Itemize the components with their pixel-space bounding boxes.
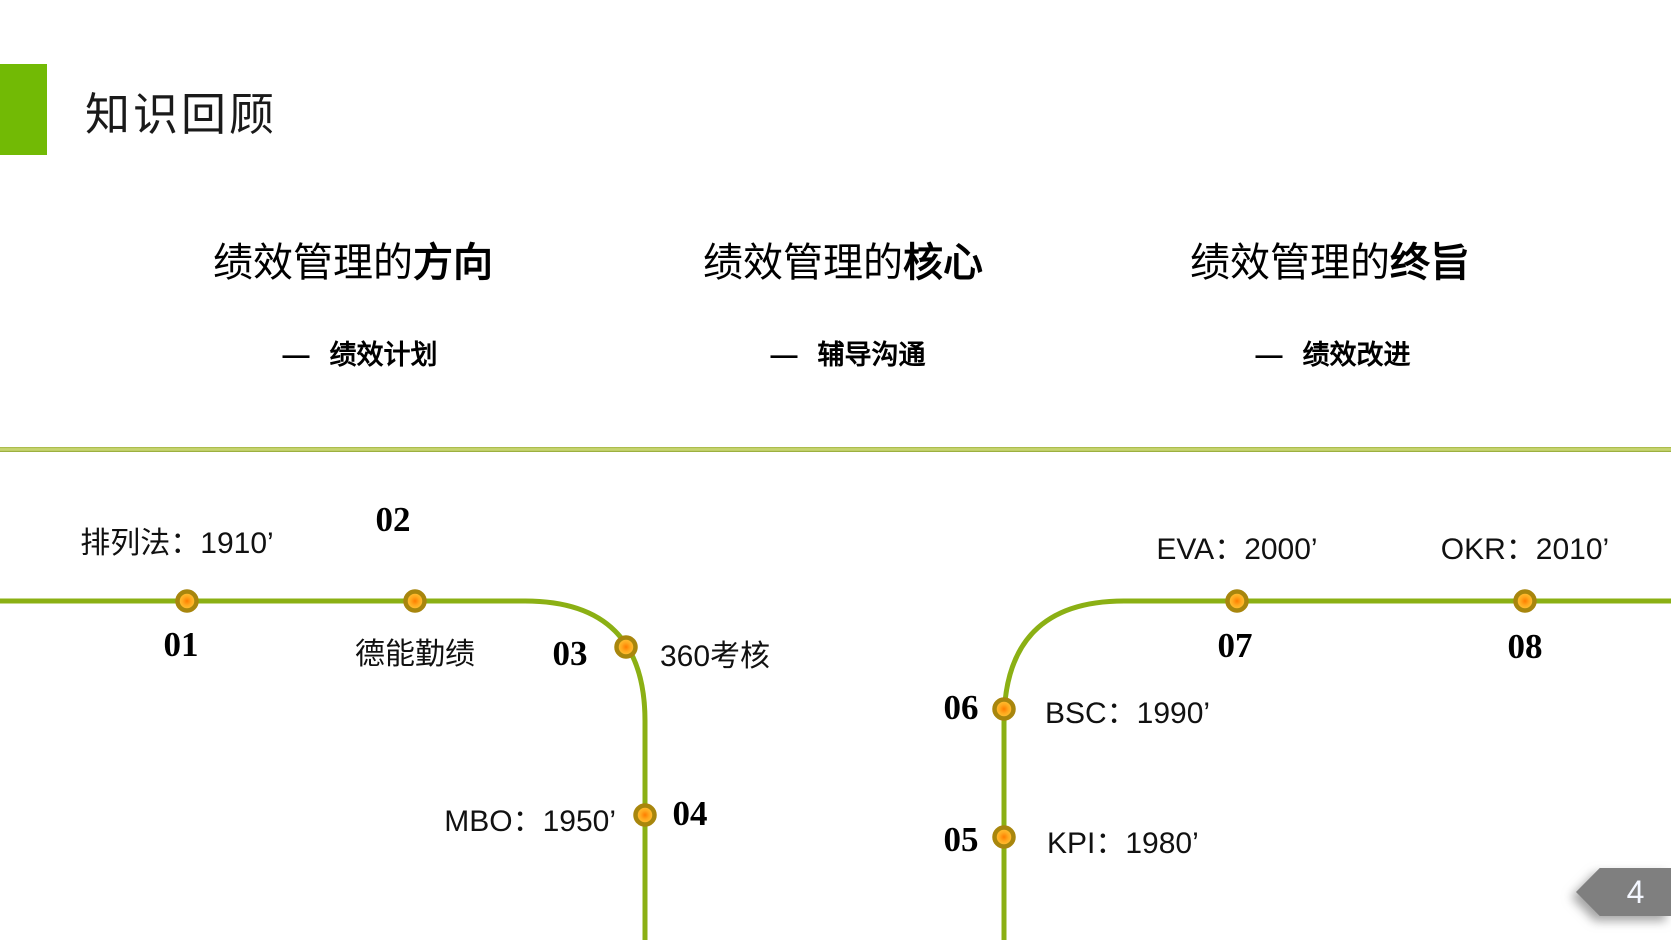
dash: — (770, 340, 798, 370)
timeline-dot-06 (992, 697, 1016, 721)
title-accent-block (0, 64, 47, 155)
subtitle-text: 辅导沟通 (817, 340, 926, 370)
milestone-label-07: EVA：2000’ (1156, 533, 1318, 566)
milestone-label-06: BSC：1990’ (1045, 697, 1211, 730)
heading-prefix: 绩效管理的 (1190, 241, 1390, 285)
milestone-label-04: MBO：1950’ (444, 805, 616, 838)
milestone-number-03: 03 (552, 634, 588, 673)
heading-prefix: 绩效管理的 (213, 241, 413, 285)
column-subtitle-1: — 绩效计划 (283, 333, 438, 372)
timeline-left-curve (0, 598, 648, 940)
milestone-number-01: 01 (163, 625, 199, 664)
timeline-dot-08 (1513, 589, 1537, 613)
timeline-dot-05 (992, 825, 1016, 849)
milestone-label-01: 排列法：1910’ (80, 527, 274, 560)
page-number-badge: 4 (1576, 868, 1671, 916)
timeline-dot-01 (175, 589, 199, 613)
divider-line (0, 447, 1671, 452)
heading-emphasis: 方向 (413, 241, 493, 285)
column-heading-2: 绩效管理的核心 (703, 230, 983, 288)
heading-emphasis: 核心 (903, 241, 983, 285)
subtitle-text: 绩效改进 (1302, 340, 1411, 370)
timeline-dot-04 (633, 803, 657, 827)
milestone-label-05: KPI：1980’ (1047, 827, 1199, 860)
timeline-dot-07 (1225, 589, 1249, 613)
column-heading-1: 绩效管理的方向 (213, 230, 493, 288)
milestone-number-07: 07 (1217, 626, 1253, 665)
heading-prefix: 绩效管理的 (703, 241, 903, 285)
page-number: 4 (1626, 873, 1645, 910)
milestone-label-03: 360考核 (660, 640, 771, 673)
page-title: 知识回顾 (85, 89, 278, 140)
subtitle-text: 绩效计划 (329, 340, 438, 370)
milestone-number-06: 06 (943, 688, 979, 727)
heading-emphasis: 终旨 (1390, 241, 1470, 285)
column-subtitle-3: — 绩效改进 (1256, 333, 1411, 372)
timeline-dot-03 (614, 635, 638, 659)
milestone-number-05: 05 (943, 820, 979, 859)
milestone-label-02: 德能勤绩 (355, 638, 475, 671)
dash: — (282, 340, 310, 370)
milestone-number-04: 04 (672, 794, 708, 833)
column-heading-3: 绩效管理的终旨 (1190, 230, 1470, 288)
milestone-number-02: 02 (375, 500, 411, 539)
milestone-label-08: OKR：2010’ (1440, 533, 1610, 566)
milestone-number-08: 08 (1507, 627, 1543, 666)
column-subtitle-2: — 辅导沟通 (771, 333, 926, 372)
dash: — (1255, 340, 1283, 370)
timeline-dot-02 (403, 589, 427, 613)
timeline-right-curve (1001, 598, 1671, 940)
